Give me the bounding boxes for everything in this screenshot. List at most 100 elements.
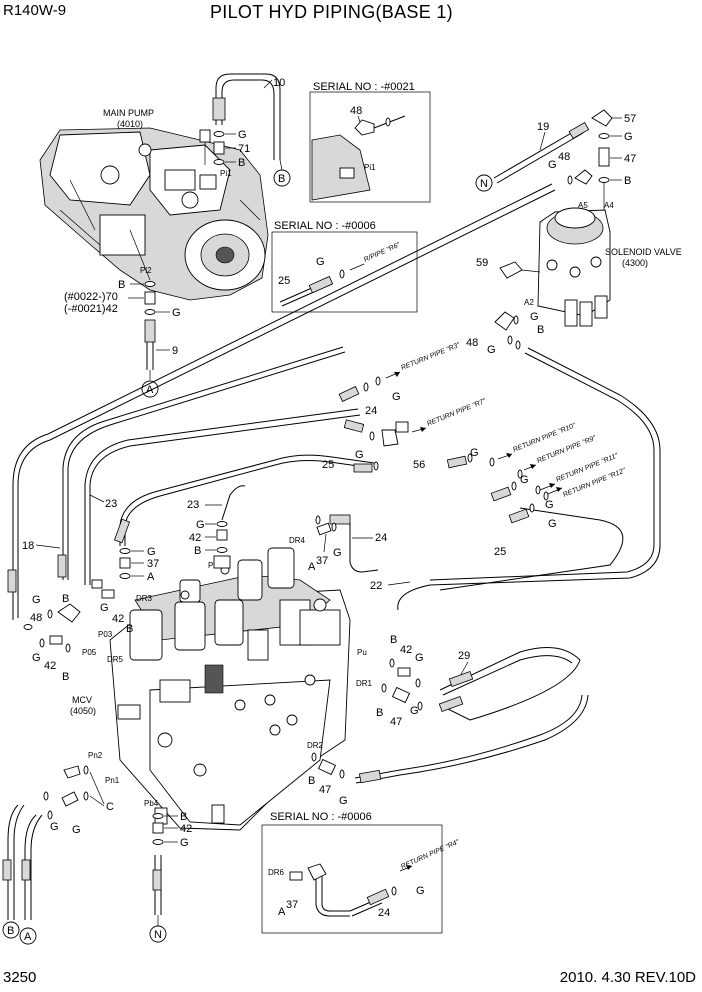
connector-n-bottom-label: N xyxy=(154,929,162,941)
revision-date: 2010. 4.30 REV.10D xyxy=(559,969,696,986)
part-19-label: 19 xyxy=(537,121,549,133)
part-57-label: 57 xyxy=(624,113,636,125)
dr4-a-label: A xyxy=(308,561,316,573)
inset-serial-0021 xyxy=(309,91,431,203)
part-24-lower-label: 24 xyxy=(375,532,387,544)
part-47-top-label: 47 xyxy=(624,153,636,165)
mcv-mid-42-label: 42 xyxy=(189,532,201,544)
inset-serial-0006-top-label: SERIAL NO : -#0006 xyxy=(274,220,376,232)
mcv-mid-b-label: B xyxy=(194,545,201,557)
inset-48-label: 48 xyxy=(350,105,362,117)
page-title: PILOT HYD PIPING(BASE 1) xyxy=(210,2,453,22)
port-dr4: DR4 xyxy=(289,536,306,545)
return-r3-label: RETURN PIPE "R3" xyxy=(400,342,461,372)
inset-bottom-37-label: 37 xyxy=(286,899,298,911)
solenoid-label: SOLENOID VALVE xyxy=(605,247,682,257)
r11-g-label: G xyxy=(545,499,554,511)
mcv-mid-g-label: G xyxy=(196,519,205,531)
dr1-47-label: 47 xyxy=(390,716,402,728)
mcv-drawing xyxy=(109,547,351,831)
port-dr6: DR6 xyxy=(268,868,285,877)
mcv-label: MCV xyxy=(72,695,92,705)
p05-42-label: 42 xyxy=(44,660,56,672)
inset-pi1-label: Pi1 xyxy=(364,163,376,172)
a2-48-label: 48 xyxy=(466,337,478,349)
port-p03: P03 xyxy=(98,630,113,639)
part-9-label: 9 xyxy=(172,345,178,357)
r7-g-label: G xyxy=(355,449,364,461)
r3-g-label: G xyxy=(392,391,401,403)
port-dr1: DR1 xyxy=(356,679,373,688)
inset-bottom-a-label: A xyxy=(278,906,286,918)
dr4-g-label: G xyxy=(333,547,342,559)
left-b-label: B xyxy=(62,593,69,605)
part-29-label: 29 xyxy=(458,650,470,662)
connector-b-bottom xyxy=(2,921,20,939)
model-number: R140W-9 xyxy=(3,2,67,19)
dr2-47-label: 47 xyxy=(319,784,331,796)
port-a2: A2 xyxy=(524,298,534,307)
connector-b-bottom-label: B xyxy=(7,925,14,937)
part-10-label: 10 xyxy=(273,77,285,89)
main-pump-label: MAIN PUMP xyxy=(103,108,154,118)
mcv-code: (4050) xyxy=(70,706,96,716)
pump-71-label: 71 xyxy=(238,143,250,155)
port-dr5: DR5 xyxy=(107,655,124,664)
part-18-label: 18 xyxy=(22,540,34,552)
part-59-label: 59 xyxy=(476,257,488,269)
a2-g2-label: G xyxy=(487,344,496,356)
pb4-fittings xyxy=(152,813,164,845)
r9-g-label: G xyxy=(520,474,529,486)
connector-b-top-label: B xyxy=(278,173,285,185)
variant-42-label: (-#0021)42 xyxy=(64,303,118,315)
pn-g-right-label: G xyxy=(72,824,81,836)
p05-g-label: G xyxy=(32,652,41,664)
inset-bottom-24-label: 24 xyxy=(378,907,390,919)
port-a5: A5 xyxy=(578,201,588,210)
pump-g-label: G xyxy=(238,129,247,141)
dr3-g-label: G xyxy=(100,602,109,614)
hose-fittings xyxy=(2,376,549,891)
port-dr2: DR2 xyxy=(307,741,324,750)
left-g-label: G xyxy=(32,594,41,606)
port-dr3: DR3 xyxy=(136,594,153,603)
variant-70-label: (#0022-)70 xyxy=(64,291,118,303)
mcv-top-37-label: 37 xyxy=(147,558,159,570)
port-pb4: Pb4 xyxy=(144,799,159,808)
pu-g-label: G xyxy=(415,652,424,664)
inset-serial-0021-label: SERIAL NO : -#0021 xyxy=(313,81,415,93)
r10-g-label: G xyxy=(470,447,479,459)
connector-a-bottom xyxy=(19,927,37,945)
pump-b-label: B xyxy=(238,157,245,169)
solenoid-valve-drawing xyxy=(537,207,611,327)
mcv-top-a-label: A xyxy=(147,571,155,583)
sol-48-label: 48 xyxy=(558,151,570,163)
connector-a-bottom-label: A xyxy=(24,931,32,943)
inset-serial-0006-top xyxy=(271,231,418,313)
solenoid-code: (4300) xyxy=(622,258,648,268)
return-r6-label: R/PIPE "R6" xyxy=(363,241,402,263)
pi2-g-label: G xyxy=(172,307,181,319)
part-23-mid-label: 23 xyxy=(187,499,199,511)
pn-c-label: C xyxy=(106,801,114,813)
mcv-top-fittings xyxy=(119,521,231,579)
port-pn2: Pn2 xyxy=(88,751,103,760)
part-25-right-label: 25 xyxy=(494,546,506,558)
port-pu: Pu xyxy=(357,648,367,657)
sol-g-label: G xyxy=(624,131,633,143)
connector-n-top-label: N xyxy=(480,178,488,190)
pu-b-label: B xyxy=(390,634,397,646)
page-number: 3250 xyxy=(3,969,37,986)
dr3-42-label: 42 xyxy=(112,613,124,625)
port-pi1: Pi1 xyxy=(220,169,232,178)
part-22-label: 22 xyxy=(370,580,382,592)
pb4-b-label: B xyxy=(180,811,187,823)
port-a4: A4 xyxy=(604,201,614,210)
pb4-g-label: G xyxy=(180,837,189,849)
dr1-b-label: B xyxy=(376,707,383,719)
a2-b-label: B xyxy=(537,324,544,336)
inset-serial-0006-bottom-label: SERIAL NO : -#0006 xyxy=(270,811,372,823)
inset-bottom-g-label: G xyxy=(416,885,425,897)
part-23-left-label: 23 xyxy=(105,498,117,510)
